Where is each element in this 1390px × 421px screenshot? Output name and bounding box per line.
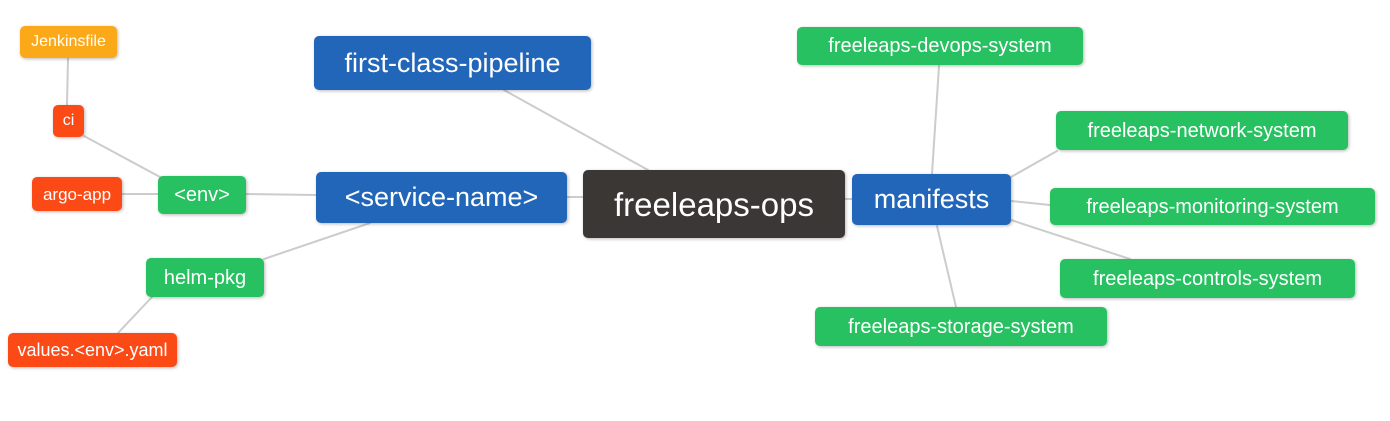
node-ci[interactable]: ci	[53, 105, 84, 137]
edge-helm-pkg-values	[117, 296, 153, 334]
node-freeleaps-devops-system[interactable]: freeleaps-devops-system	[797, 27, 1083, 65]
edge-manifests-controls	[1010, 219, 1131, 260]
edge-jenkinsfile-ci	[66, 57, 69, 106]
edge-pipeline-root	[503, 89, 649, 171]
edge-manifests-monitoring	[1010, 200, 1051, 206]
edge-env-service-name	[245, 193, 317, 196]
node-argo-app[interactable]: argo-app	[32, 177, 122, 211]
edge-manifests-network	[1010, 150, 1058, 178]
edge-manifests-storage	[936, 225, 957, 308]
node-freeleaps-controls-system[interactable]: freeleaps-controls-system	[1060, 259, 1355, 298]
node-first-class-pipeline[interactable]: first-class-pipeline	[314, 36, 591, 90]
node-freeleaps-storage-system[interactable]: freeleaps-storage-system	[815, 307, 1107, 346]
node-freeleaps-network-system[interactable]: freeleaps-network-system	[1056, 111, 1348, 150]
node-freeleaps-monitoring-system[interactable]: freeleaps-monitoring-system	[1050, 188, 1375, 225]
edge-ci-env	[83, 135, 161, 178]
edge-manifests-devops	[931, 65, 940, 175]
node-helm-pkg[interactable]: helm-pkg	[146, 258, 264, 297]
edge-service-name-helm-pkg	[263, 222, 371, 260]
node-env[interactable]: <env>	[158, 176, 246, 214]
node-jenkinsfile[interactable]: Jenkinsfile	[20, 26, 117, 58]
node-service-name[interactable]: <service-name>	[316, 172, 567, 223]
node-manifests[interactable]: manifests	[852, 174, 1011, 225]
node-values-env-yaml[interactable]: values.<env>.yaml	[8, 333, 177, 367]
node-freeleaps-ops-root[interactable]: freeleaps-ops	[583, 170, 845, 238]
